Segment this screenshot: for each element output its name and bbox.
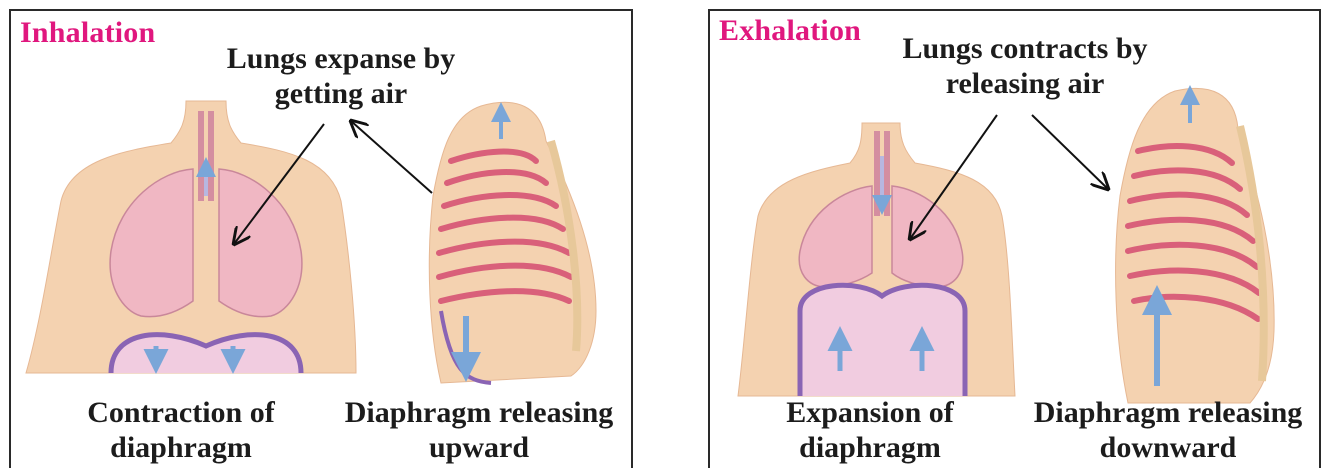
pointer-arrow-to-ribcage — [351, 121, 432, 193]
exhalation-left-caption: Expansion of diaphragm — [750, 395, 990, 465]
inhalation-right-caption-line2: upward — [329, 430, 629, 465]
inhalation-right-caption-line1: Diaphragm releasing — [329, 395, 629, 430]
exhalation-left-caption-line2: diaphragm — [750, 430, 990, 465]
exhalation-right-caption-line2: downward — [1018, 430, 1318, 465]
inhalation-left-caption: Contraction of diaphragm — [51, 395, 311, 465]
exhalation-left-caption-line1: Expansion of — [750, 395, 990, 430]
side-torso-inhalation — [429, 102, 596, 383]
inhalation-left-caption-line1: Contraction of — [51, 395, 311, 430]
side-torso-exhalation — [1116, 88, 1275, 403]
inhalation-panel: Inhalation Lungs expanse by getting air — [9, 9, 633, 468]
exhalation-right-caption: Diaphragm releasing downward — [1018, 395, 1318, 465]
front-torso-inhalation — [26, 101, 356, 373]
diaphragm-line — [800, 285, 965, 396]
exhalation-right-caption-line1: Diaphragm releasing — [1018, 395, 1318, 430]
front-torso-exhalation — [738, 123, 1015, 396]
pointer-arrow-to-ribcage — [1032, 115, 1108, 189]
inhalation-right-caption: Diaphragm releasing upward — [329, 395, 629, 465]
exhalation-panel: Exhalation Lungs contracts by releasing … — [708, 9, 1321, 468]
inhalation-left-caption-line2: diaphragm — [51, 430, 311, 465]
